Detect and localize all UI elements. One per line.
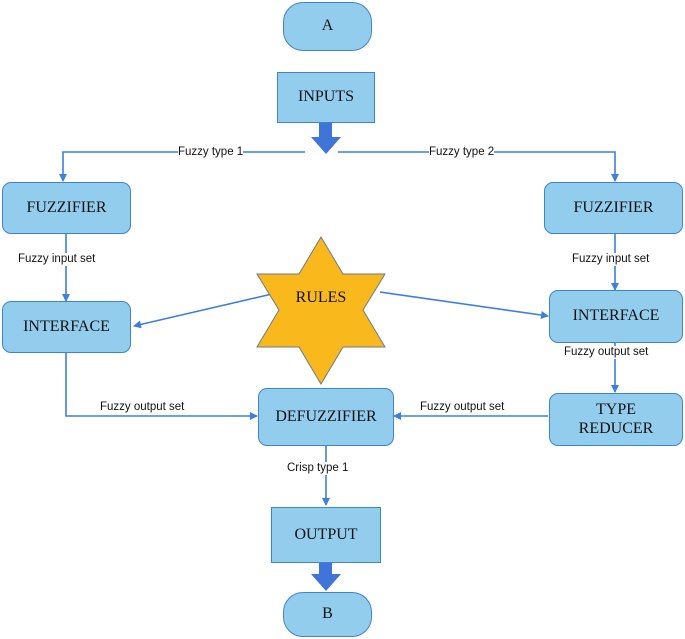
right-fuzzy-output-set-top-label: Fuzzy output set xyxy=(564,346,649,359)
rules-label: RULES xyxy=(295,289,347,306)
left-fuzzy-output-set-label: Fuzzy output set xyxy=(100,401,185,414)
right-interface-label: INTERFACE xyxy=(572,307,660,325)
right-fuzzifier-label: FUZZIFIER xyxy=(573,198,654,216)
type-reducer-label-line1: TYPE xyxy=(596,401,636,419)
fuzzy-type-2-label: Fuzzy type 2 xyxy=(429,146,495,159)
end-terminal: B xyxy=(283,592,372,637)
defuzzifier-box: DEFUZZIFIER xyxy=(258,388,394,446)
thick-arrow-inputs xyxy=(311,121,341,154)
edge-left-interface-to-defuzzifier xyxy=(65,353,258,420)
right-interface-box: INTERFACE xyxy=(549,290,683,343)
output-box: OUTPUT xyxy=(271,507,381,563)
right-fuzzifier-box: FUZZIFIER xyxy=(544,182,683,234)
left-interface-box: INTERFACE xyxy=(2,301,131,353)
left-fuzzifier-label: FUZZIFIER xyxy=(26,198,107,216)
crisp-type-1-label: Crisp type 1 xyxy=(287,462,349,475)
inputs-label: INPUTS xyxy=(297,88,354,106)
edge-rules-to-left-interface xyxy=(133,293,273,329)
inputs-box: INPUTS xyxy=(277,72,375,123)
start-terminal: A xyxy=(283,2,372,51)
left-fuzzy-input-set-label: Fuzzy input set xyxy=(18,253,96,266)
rules-star-shape xyxy=(256,236,386,385)
left-fuzzifier-box: FUZZIFIER xyxy=(2,182,131,234)
type-reducer-label-line2: REDUCER xyxy=(578,419,654,437)
fuzzy-type-1-label: Fuzzy type 1 xyxy=(178,146,244,159)
right-fuzzy-input-set-label: Fuzzy input set xyxy=(572,253,650,266)
type-reducer-box: TYPE REDUCER xyxy=(549,393,683,446)
edge-rules-to-right-interface xyxy=(379,291,549,319)
right-fuzzy-output-set-bottom-label: Fuzzy output set xyxy=(420,401,505,414)
end-terminal-label: B xyxy=(322,605,333,623)
thick-arrow-output xyxy=(311,563,341,591)
defuzzifier-label: DEFUZZIFIER xyxy=(275,407,377,425)
output-label: OUTPUT xyxy=(294,525,358,543)
left-interface-label: INTERFACE xyxy=(23,317,110,335)
start-terminal-label: A xyxy=(321,17,334,35)
